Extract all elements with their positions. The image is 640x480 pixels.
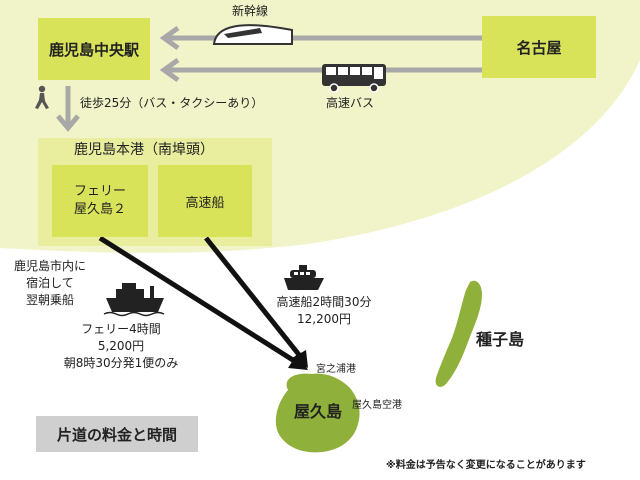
ferry-yakushima2-box[interactable]: フェリー 屋久島２ [52,165,148,237]
hispeed-price: 12,200円 [297,312,351,326]
bus-icon [322,64,386,93]
hispeed-time: 高速船2時間30分 [276,295,372,309]
ferry-departure-note: 朝8時30分発1便のみ [63,356,179,370]
hispeed-boat-label: 高速船 [185,195,225,211]
walking-person-icon [35,85,49,109]
walk-label: 徒歩25分（バス・タクシーあり） [80,96,264,110]
nagoya-label: 名古屋 [516,38,562,57]
yakushima-island [275,373,360,453]
tanegashima-island [435,280,482,387]
ferry-time: フェリー4時間 [81,322,161,336]
bus-label: 高速バス [326,96,375,110]
hispeed-boat-icon [284,265,324,290]
ferry-price: 5,200円 [97,339,145,353]
overnight-note: 鹿児島市内に 宿泊して 翌朝乗船 [13,259,86,307]
tanegashima-label: 種子島 [476,330,525,349]
hispeed-route-arrow [204,236,308,368]
nagoya-station[interactable]: 名古屋 [482,16,596,78]
port-label: 鹿児島本港（南埠頭） [74,142,214,158]
yakushima-label: 屋久島 [294,402,343,421]
price-change-note: ※料金は予告なく変更になることがあります [386,460,586,471]
ferry-ship-icon [103,283,165,317]
hispeed-boat-box[interactable]: 高速船 [158,165,252,237]
kagoshima-chuo-label: 鹿児島中央駅 [48,40,139,59]
ferry-yakushima2-label: フェリー 屋久島２ [73,184,126,217]
kagoshima-chuo-station[interactable]: 鹿児島中央駅 [38,18,150,80]
fare-time-title-text: 片道の料金と時間 [56,425,177,444]
shinkansen-icon [212,24,293,45]
shinkansen-label: 新幹線 [232,4,269,18]
yakushima-airport-label: 屋久島空港 [352,400,402,411]
miyanoura-port-label: 宮之浦港 [316,364,356,375]
fare-time-title: 片道の料金と時間 [36,416,198,452]
walk-arrow [56,86,80,132]
